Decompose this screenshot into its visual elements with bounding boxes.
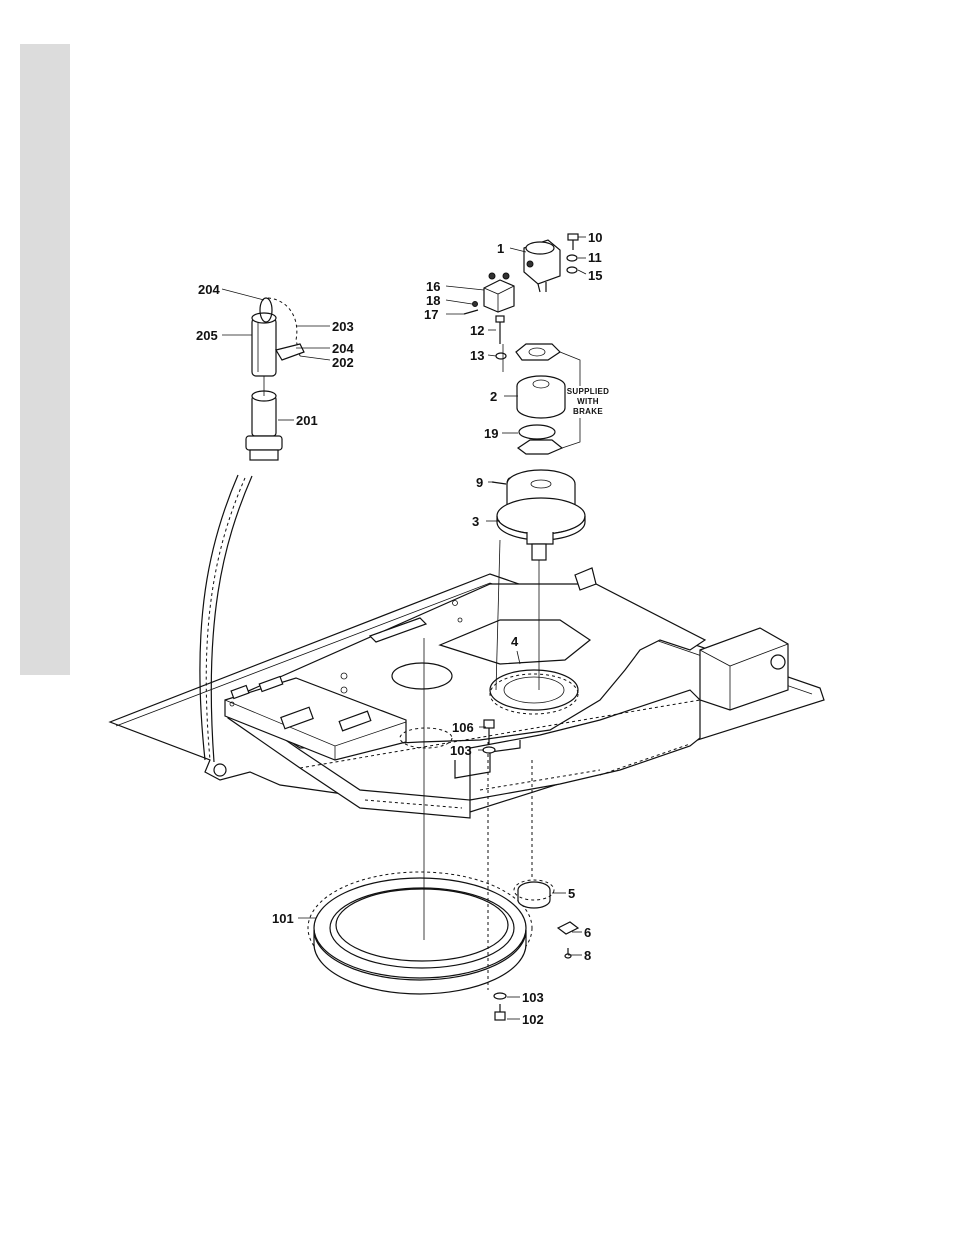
- callout-106: 106: [452, 720, 474, 735]
- callout-12: 12: [470, 323, 484, 338]
- callout-11: 11: [588, 250, 602, 265]
- callout-201: 201: [296, 413, 318, 428]
- callout-4: 4: [511, 634, 519, 649]
- note-line-2: WITH: [577, 397, 599, 406]
- callout-10: 10: [588, 230, 602, 245]
- callout-1: 1: [497, 241, 504, 256]
- callout-18: 18: [426, 293, 440, 308]
- callout-202: 202: [332, 355, 354, 370]
- callout-204-lower: 204: [332, 341, 354, 356]
- callout-102: 102: [522, 1012, 544, 1027]
- callout-5: 5: [568, 886, 575, 901]
- callout-16: 16: [426, 279, 440, 294]
- lock-pin-assembly: [246, 298, 304, 460]
- note-line-3: BRAKE: [573, 407, 603, 416]
- callout-205: 205: [196, 328, 218, 343]
- callout-13: 13: [470, 348, 484, 363]
- callout-17: 17: [424, 307, 438, 322]
- callout-9: 9: [476, 475, 483, 490]
- callout-8: 8: [584, 948, 591, 963]
- callout-103-upper: 103: [450, 743, 472, 758]
- callout-2: 2: [490, 389, 497, 404]
- callout-3: 3: [472, 514, 479, 529]
- callout-204-upper: 204: [198, 282, 220, 297]
- callout-6: 6: [584, 925, 591, 940]
- supplied-with-brake-note: SUPPLIED WITH BRAKE: [567, 387, 609, 416]
- callout-101: 101: [272, 911, 294, 926]
- callout-203: 203: [332, 319, 354, 334]
- callout-15: 15: [588, 268, 602, 283]
- turntable-frame: [110, 568, 824, 818]
- callout-19: 19: [484, 426, 498, 441]
- callout-103-lower: 103: [522, 990, 544, 1005]
- note-line-1: SUPPLIED: [567, 387, 609, 396]
